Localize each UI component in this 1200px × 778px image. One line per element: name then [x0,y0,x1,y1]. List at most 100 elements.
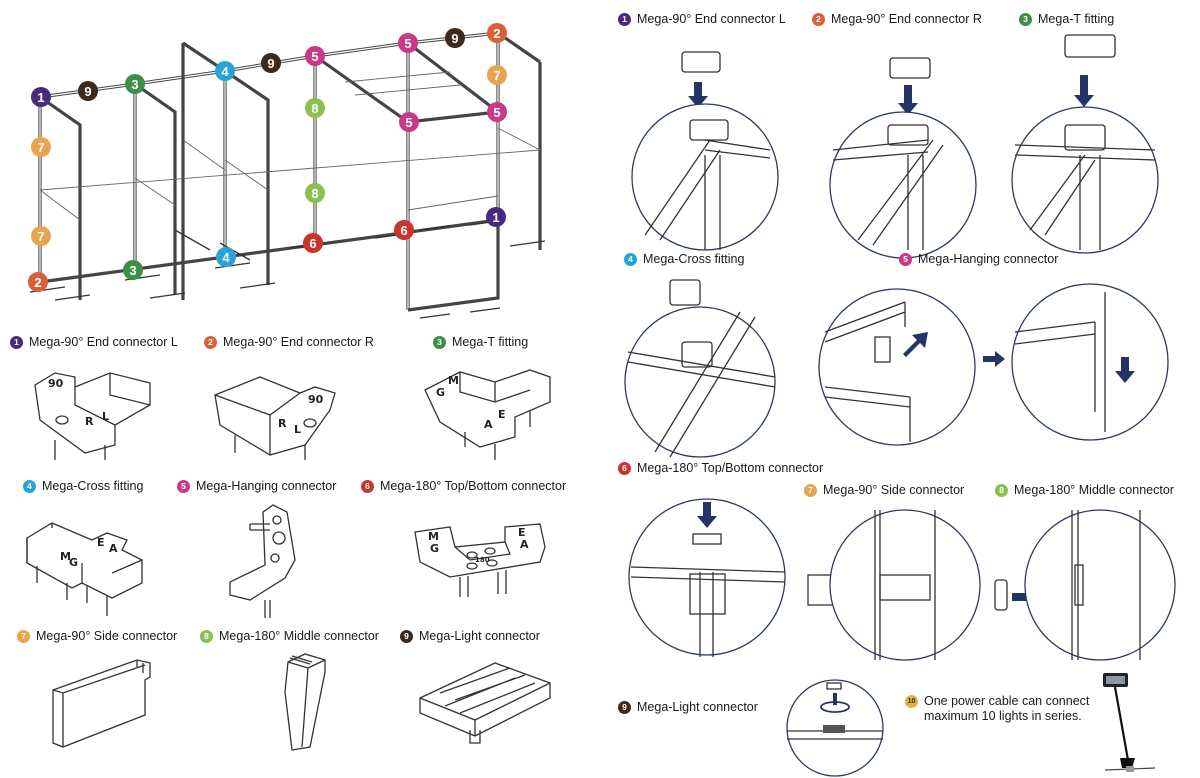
marking-r: R [85,415,94,428]
part-name: Mega-Cross fitting [42,479,144,493]
frame-badge-7: 7 [487,65,507,85]
badge-2: 2 [812,12,825,26]
marking-e: E [498,408,506,421]
step-9-illustration [786,679,884,777]
step-label-4: 4 Mega-Cross fitting [624,252,744,266]
part-name: Mega-90° Side connector [36,629,178,643]
step-label-9: 9 Mega-Light connector [618,700,758,714]
step-name: Mega-90° End connector L [637,12,786,26]
badge-10: 10 [905,695,918,708]
side-connector-icon [52,659,151,748]
frame-badge-9: 9 [261,53,281,73]
light-fixture-icon [1103,673,1156,772]
badge-9: 9 [618,700,631,714]
part-label-9: 9 Mega-Light connector [400,629,540,643]
arrow-down-icon [688,82,708,108]
step-name: Mega-180° Middle connector [1014,483,1174,497]
step-8-illustration [994,509,1176,661]
power-cable-note: 10 One power cable can connect maximum 1… [905,694,1089,724]
part-label-5: 5 Mega-Hanging connector [177,479,336,493]
step-3-illustration [1011,34,1159,254]
marking-l: L [102,410,109,423]
step-label-7: 7 Mega-90° Side connector [804,483,964,497]
badge-3: 3 [433,335,446,349]
badge-9: 9 [400,629,413,643]
part-label-3: 3 Mega-T fitting [433,335,528,349]
cross-fitting-icon: M G E A [26,522,143,616]
end-connector-r-icon: 90 R L [214,376,336,460]
marking-g: G [69,556,78,569]
marking-m: M [60,550,71,563]
rotate-icon [820,701,850,713]
step-name: Mega-90° End connector R [831,12,982,26]
step-label-2: 2 Mega-90° End connector R [812,12,982,26]
frame-badge-6: 6 [303,233,323,253]
frame-badge-5: 5 [305,46,325,66]
frame-badge-2: 2 [28,272,48,292]
marking-180: 180 [475,556,490,564]
badge-8: 8 [200,629,213,643]
badge-7: 7 [17,629,30,643]
part-name: Mega-T fitting [452,335,529,349]
marking-l: L [294,423,301,436]
step-name: Mega-Cross fitting [643,252,745,266]
badge-2: 2 [204,335,217,349]
step-name: Mega-Hanging connector [918,252,1059,266]
part-label-8: 8 Mega-180° Middle connector [200,629,379,643]
part-name: Mega-Hanging connector [196,479,337,493]
frame-badge-3: 3 [125,74,145,94]
frame-badge-9: 9 [445,28,465,48]
part-label-4: 4 Mega-Cross fitting [23,479,143,493]
frame-badge-7: 7 [31,226,51,246]
marking-a: A [484,418,493,431]
note-line-1: One power cable can connect [924,694,1090,708]
badge-4: 4 [624,252,637,266]
part-label-2: 2 Mega-90° End connector R [204,335,374,349]
marking-90: 90 [48,377,64,390]
part-name: Mega-180° Top/Bottom connector [380,479,567,493]
step-name: Mega-180° Top/Bottom connector [637,461,824,475]
frame-drawing [29,31,546,319]
arrow-right-icon [983,351,1005,367]
frame-badge-4: 4 [216,247,236,267]
step-label-3: 3 Mega-T fitting [1019,12,1114,26]
badge-1: 1 [618,12,631,26]
badge-1: 1 [10,335,23,349]
marking-e: E [518,526,526,539]
arrow-down-icon [1115,357,1135,383]
badge-5: 5 [899,252,912,266]
badge-4: 4 [23,479,36,493]
marking-90: 90 [308,393,324,406]
frame-badge-9: 9 [78,81,98,101]
marking-e: E [97,536,105,549]
badge-7: 7 [804,483,817,497]
part-label-6: 6 Mega-180° Top/Bottom connector [361,479,566,493]
part-name: Mega-90° End connector R [223,335,374,349]
marking-m: M [448,374,459,387]
step-name: Mega-T fitting [1038,12,1115,26]
badge-5: 5 [177,479,190,493]
step-7-illustration [807,509,981,661]
frame-badge-1: 1 [486,207,506,227]
frame-badge-4: 4 [215,61,235,81]
arrow-down-icon [898,85,918,115]
badge-3: 3 [1019,12,1032,26]
marking-a: A [520,538,529,551]
hanging-connector-icon [229,504,296,618]
frame-badge-2: 2 [487,23,507,43]
part-name: Mega-90° End connector L [29,335,178,349]
note-line-2: maximum 10 lights in series. [924,709,1082,723]
marking-g: G [436,386,445,399]
marking-r: R [278,417,287,430]
step-6-illustration [628,498,786,657]
step-2-illustration [829,57,977,259]
frame-badge-6: 6 [394,220,414,240]
step-5-illustration [818,283,1169,446]
top-bottom-connector-icon: M G E A 180 [414,523,546,597]
middle-connector-icon [284,653,326,751]
frame-badge-5: 5 [398,33,418,53]
step-name: Mega-90° Side connector [823,483,965,497]
frame-badge-8: 8 [305,98,325,118]
frame-assembly-diagram: 1 9 3 4 9 5 5 9 2 7 8 5 5 7 8 7 2 3 4 6 … [0,0,600,330]
frame-badge-3: 3 [123,260,143,280]
